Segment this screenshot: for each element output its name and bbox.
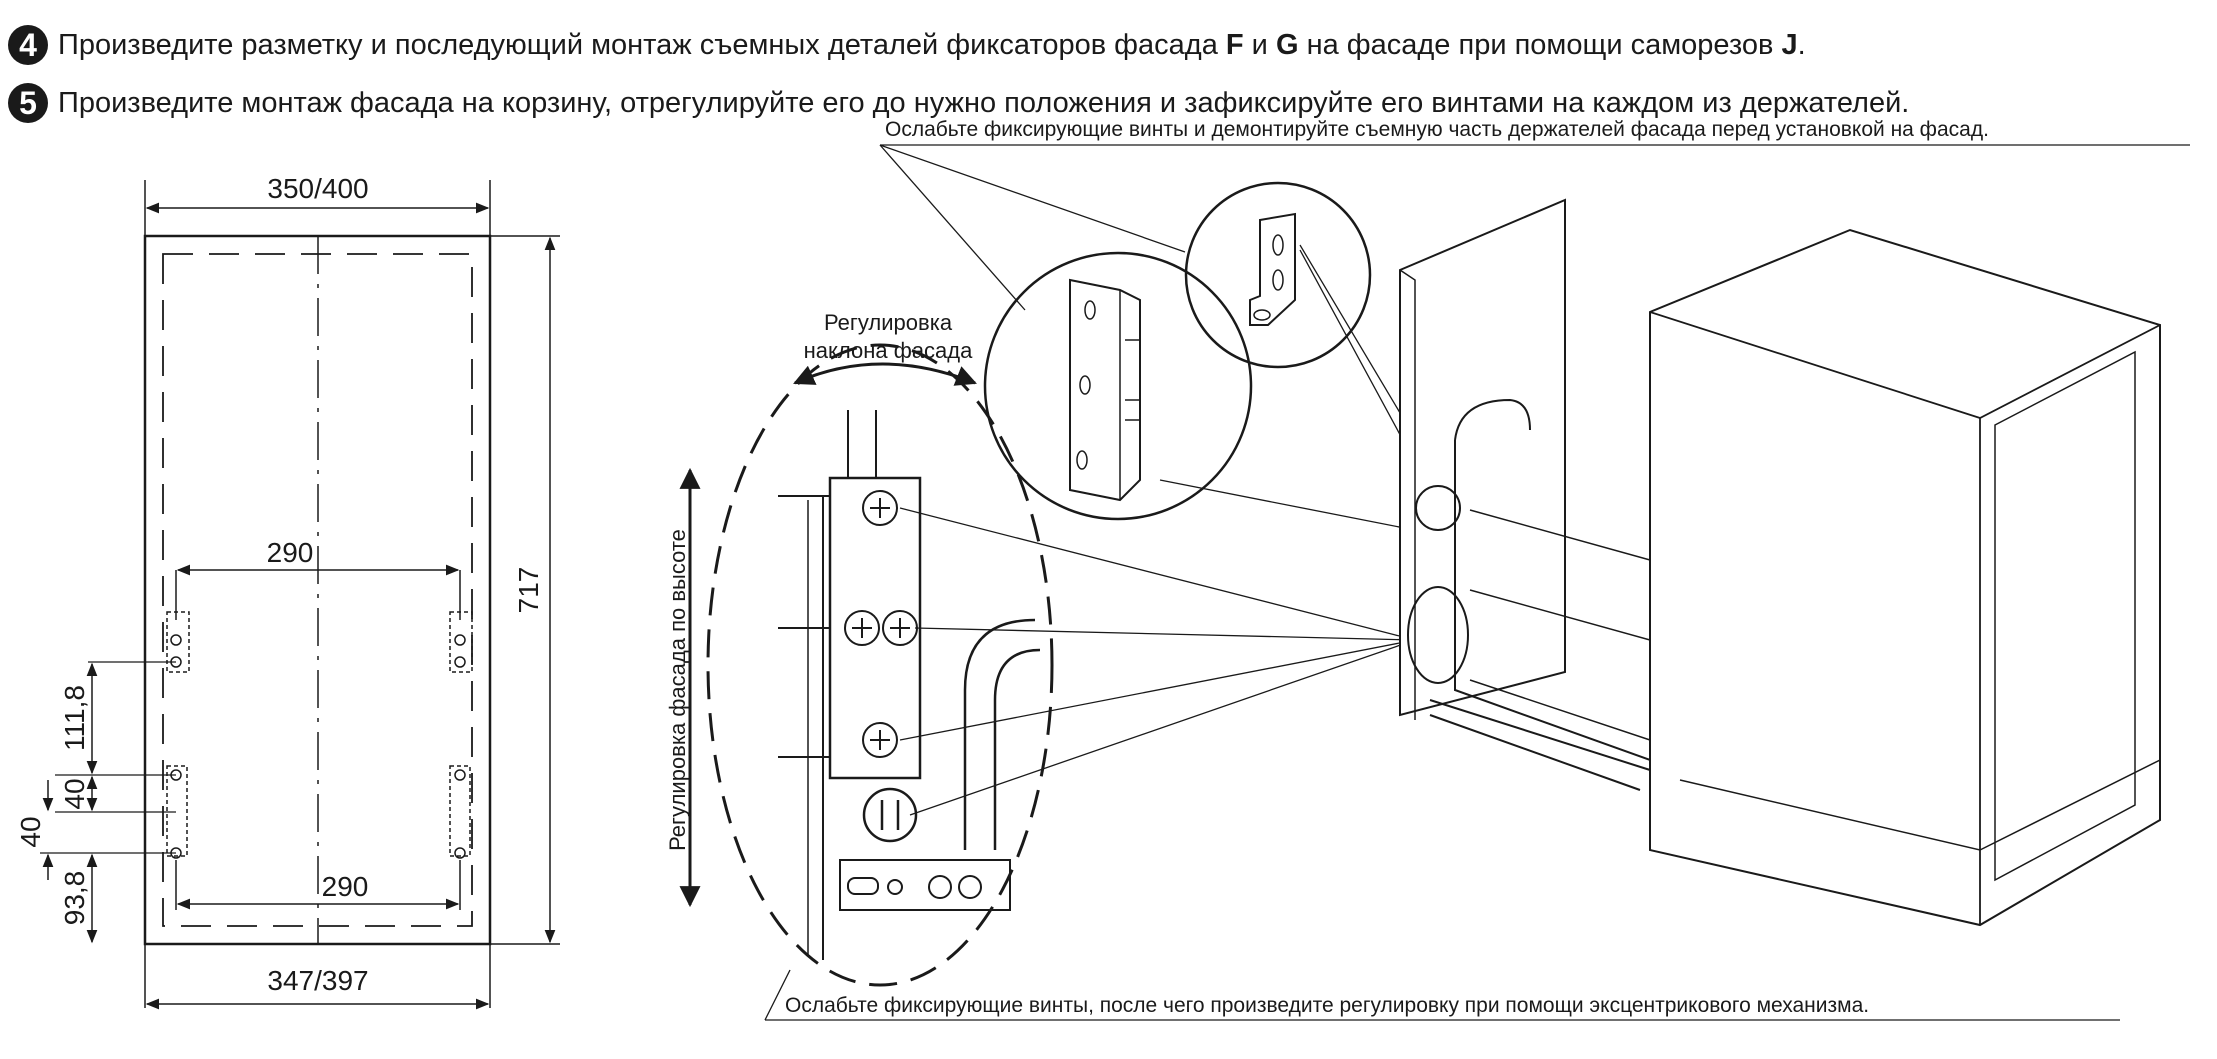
step-5-text: Произведите монтаж фасада на корзину, от…	[58, 86, 1910, 119]
bracket-closeup-large	[983, 251, 1253, 521]
lower-mount-callout	[1407, 586, 1469, 684]
height-label: 717	[513, 567, 544, 614]
basket-frame	[1454, 440, 1651, 762]
fixture-part-upper-right	[449, 611, 473, 673]
fixture-part-lower-right	[449, 765, 471, 859]
step-4-number-badge: 4	[8, 25, 48, 65]
step-4-text-b: и	[1243, 28, 1276, 61]
screw-1	[862, 490, 898, 526]
facade-drawing	[40, 180, 560, 1010]
step-5: 5 Произведите монтаж фасада на корзину, …	[8, 78, 1909, 128]
width-bottom-label: 347/397	[267, 965, 368, 996]
cabinet-body	[1649, 228, 2161, 927]
hole-span-top-label: 290	[267, 537, 314, 568]
adjustment-detail	[679, 343, 1054, 987]
dim-111-8-label: 111,8	[59, 685, 90, 751]
width-top-label: 350/400	[267, 173, 368, 204]
height-adjust-label: Регулировка фасада по высоте	[665, 529, 690, 851]
fixture-part-upper-left	[166, 611, 190, 673]
tilt-arrow	[793, 362, 977, 386]
dim-40-a-label: 40	[59, 778, 90, 809]
bottom-note: Ослабьте фиксирующие винты, после чего п…	[785, 994, 1869, 1017]
hole-span-bottom-label: 290	[322, 871, 369, 902]
part-g-label: G	[1275, 28, 1299, 61]
dim-93-8-label: 93,8	[59, 871, 90, 926]
step-4-text-d: .	[1797, 28, 1806, 61]
part-f-label: F	[1225, 28, 1244, 61]
dim-40-b-label: 40	[15, 816, 46, 847]
screw-2	[844, 610, 880, 646]
part-j-label: J	[1781, 28, 1798, 61]
step-4: 4 Произведите разметку и последующий мон…	[8, 20, 1806, 70]
adjustment-zoom-ellipse	[706, 343, 1054, 987]
bottom-bracket	[839, 859, 1011, 911]
step-4-text-c: на фасаде при помощи саморезов	[1298, 28, 1782, 61]
upper-mount-callout	[1415, 485, 1461, 531]
eccentric-mechanism	[862, 787, 918, 843]
tilt-label-line1: Регулировка	[824, 310, 953, 335]
step-4-text: Произведите разметку и последующий монта…	[58, 29, 1806, 62]
bracket-closeup-small	[1184, 181, 1372, 369]
step-5-number-badge: 5	[8, 83, 48, 123]
step-4-text-a: Произведите разметку и последующий монта…	[58, 28, 1226, 61]
top-note: Ослабьте фиксирующие винты и демонтируйт…	[885, 118, 1989, 141]
facade-outline	[143, 234, 492, 946]
facade-panel	[1399, 198, 1566, 717]
tilt-label-line2: наклона фасада	[804, 338, 973, 363]
screw-4	[862, 722, 898, 758]
cabinet-assembly	[1399, 198, 2161, 927]
